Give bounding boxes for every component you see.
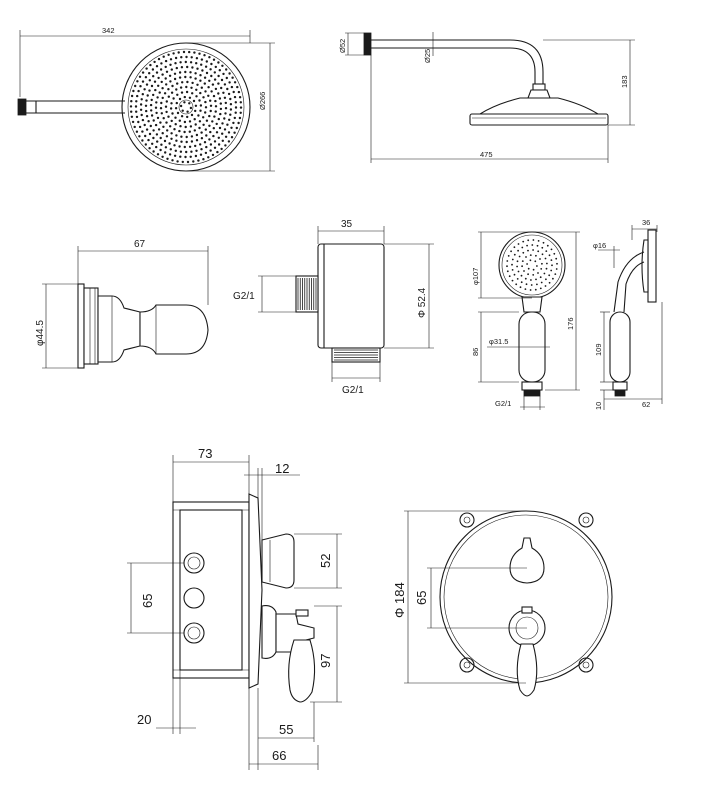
dim-side-arm: Ø25 bbox=[423, 49, 432, 63]
mixer-lever bbox=[288, 639, 316, 703]
shower-head-top-view: 342 Ø266 bbox=[17, 26, 275, 172]
dim-outlet-diameter: Φ 52.4 bbox=[417, 287, 428, 318]
dim-side-height: 183 bbox=[620, 75, 629, 88]
inlet-bottom bbox=[183, 622, 205, 644]
dim-hand-grip-diameter: φ31.5 bbox=[489, 337, 508, 346]
dim-side-width: 475 bbox=[480, 150, 493, 159]
dim-mixer-plate: 12 bbox=[275, 461, 289, 476]
hand-shower-front: φ107 φ31.5 86 176 G2/1 bbox=[471, 231, 580, 410]
dim-head-top-width: 342 bbox=[102, 26, 115, 35]
dim-holder-length: 67 bbox=[134, 239, 146, 250]
side-wall-flange bbox=[363, 32, 372, 56]
inlet-top bbox=[183, 552, 205, 574]
dim-head-top-diameter: Ø266 bbox=[258, 92, 267, 110]
dim-mixer-knob: 52 bbox=[318, 554, 333, 568]
dim-hand-grip-length: 86 bbox=[471, 348, 480, 356]
dim-outlet-width: 35 bbox=[341, 219, 353, 230]
wall-outlet: 35 Φ 52.4 G2/1 G2/1 bbox=[233, 219, 434, 396]
inlet-middle bbox=[183, 587, 205, 609]
mounting-ears bbox=[459, 512, 594, 673]
dim-outlet-thread-bottom: G2/1 bbox=[342, 385, 364, 396]
dim-mixer-offset: 20 bbox=[137, 712, 151, 727]
dim-hand-side-head: φ16 bbox=[593, 241, 606, 250]
dim-mixer-inlet-spacing: 65 bbox=[140, 594, 155, 608]
dim-holder-diameter: φ44.5 bbox=[35, 320, 46, 346]
dim-mixer-box-depth: 73 bbox=[198, 446, 212, 461]
diverter-knob-front bbox=[509, 537, 545, 584]
dim-mixer-projection-b: 66 bbox=[272, 748, 286, 763]
nozzle-pattern bbox=[129, 50, 243, 164]
dim-hand-head-diameter: φ107 bbox=[471, 268, 480, 285]
dim-outlet-thread-left: G2/1 bbox=[233, 291, 255, 302]
mixer-side-view: 73 12 65 52 97 20 55 66 bbox=[127, 446, 342, 770]
dim-hand-side-width: 36 bbox=[642, 218, 650, 227]
dim-mixer-projection-a: 55 bbox=[279, 722, 293, 737]
dim-hand-side-depth: 62 bbox=[642, 400, 650, 409]
lever-front bbox=[516, 643, 538, 697]
dim-side-flange: Ø52 bbox=[338, 39, 347, 53]
dim-hand-side-grip: 109 bbox=[594, 343, 603, 356]
dim-hand-side-base: 10 bbox=[594, 402, 603, 410]
dim-front-spacing: 65 bbox=[414, 591, 429, 605]
mixer-front-view: Φ 184 65 bbox=[392, 510, 613, 697]
hand-shower-side: 36 φ16 109 10 62 bbox=[593, 218, 663, 410]
wall-flange bbox=[17, 98, 27, 116]
dim-front-diameter: Φ 184 bbox=[392, 582, 407, 618]
dim-mixer-lever: 97 bbox=[318, 654, 333, 668]
dim-hand-total-length: 176 bbox=[566, 317, 575, 330]
shower-head-side-view: Ø52 Ø25 475 183 bbox=[338, 32, 635, 163]
dim-hand-thread: G2/1 bbox=[495, 399, 511, 408]
diverter-knob bbox=[261, 533, 295, 589]
hand-holder: 67 φ44.5 bbox=[35, 239, 209, 369]
